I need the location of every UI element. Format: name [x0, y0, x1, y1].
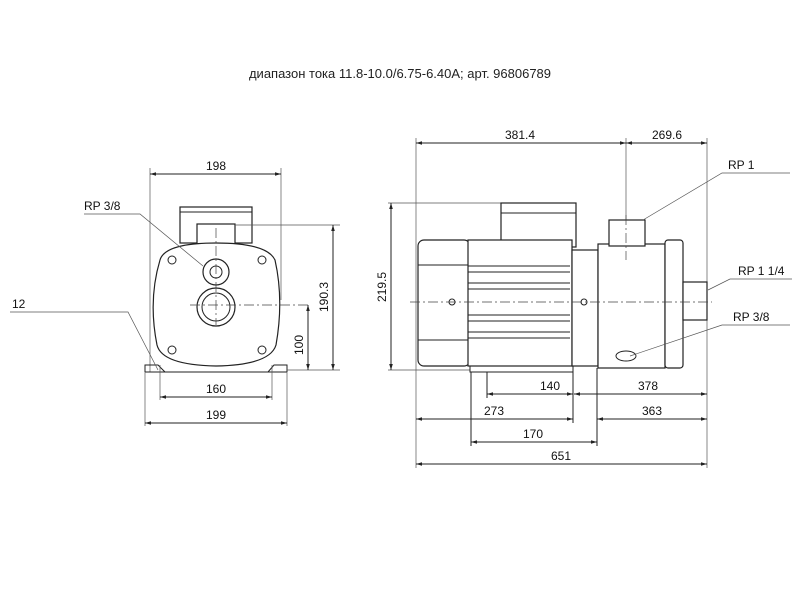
pump-housing	[597, 243, 666, 369]
label-rp-1-1-4: RP 1 1/4	[738, 264, 785, 278]
outlet-neck	[608, 219, 646, 247]
dim-190-3: 190.3	[317, 282, 331, 312]
dim-100: 100	[292, 335, 306, 355]
dim-378: 378	[638, 379, 658, 393]
cooling-fins	[468, 265, 570, 339]
side-view: 381.4 269.6 219.5 140 378	[375, 128, 792, 468]
label-rp-3-8-side: RP 3/8	[733, 310, 770, 324]
motor-flange	[571, 249, 599, 367]
flange-holes	[167, 255, 267, 355]
label-12: 12	[12, 297, 26, 311]
dim-160: 160	[206, 382, 226, 396]
dim-381-4: 381.4	[505, 128, 535, 142]
dim-170: 170	[523, 427, 543, 441]
label-rp-1: RP 1	[728, 158, 755, 172]
dim-199: 199	[206, 408, 226, 422]
drawing-title: диапазон тока 11.8-10.0/6.75-6.40A; арт.…	[248, 66, 552, 81]
dim-140: 140	[540, 379, 560, 393]
dim-363: 363	[642, 404, 662, 418]
motor-end-cover	[417, 239, 471, 367]
label-rp-3-8-front: RP 3/8	[84, 199, 121, 213]
dim-219-5: 219.5	[375, 272, 389, 302]
feet	[144, 364, 288, 373]
dim-198: 198	[206, 159, 226, 173]
inlet-stub	[682, 281, 708, 321]
motor-body	[467, 239, 573, 367]
dim-651: 651	[551, 449, 571, 463]
pump-end-flange	[664, 239, 684, 369]
front-view: 198 160 199 190.3 100 RP 3/8 12	[10, 159, 340, 426]
dim-273: 273	[484, 404, 504, 418]
dim-269-6: 269.6	[652, 128, 682, 142]
